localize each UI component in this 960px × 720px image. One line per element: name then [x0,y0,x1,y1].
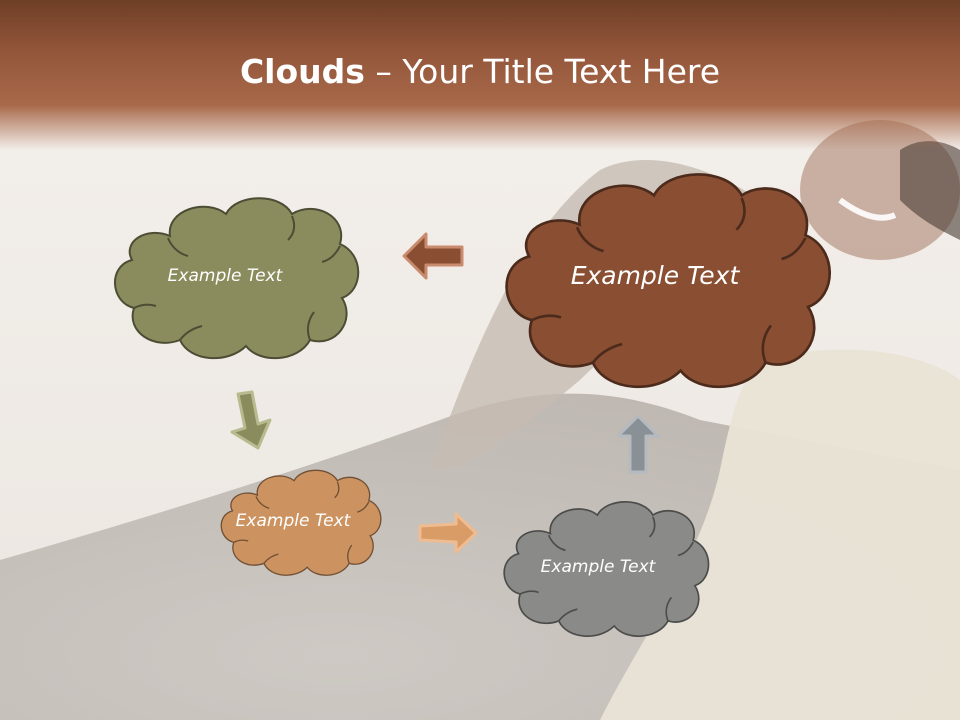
arrow-right [418,510,478,556]
slide-title: Clouds – Your Title Text Here [0,52,960,91]
title-bold: Clouds [240,52,365,91]
arrow-down [228,390,284,452]
arrow-down-shape [232,392,270,448]
arrow-left-shape [404,234,462,278]
cloud-olive: Example Text [110,192,360,362]
cloud-gray: Example Text [500,496,710,640]
arrow-left [402,230,464,282]
cloud-brown: Example Text [500,165,832,393]
cloud-olive-text: Example Text [110,192,340,362]
title-rest: Your Title Text Here [402,52,720,91]
cloud-tan: Example Text [218,464,382,580]
cloud-gray-text: Example Text [500,496,696,640]
arrow-up [614,414,662,474]
title-dash: – [365,52,402,91]
arrow-right-shape [420,514,476,552]
cloud-brown-text: Example Text [500,165,810,385]
cloud-tan-text: Example Text [218,464,368,580]
arrow-up-shape [618,416,658,472]
